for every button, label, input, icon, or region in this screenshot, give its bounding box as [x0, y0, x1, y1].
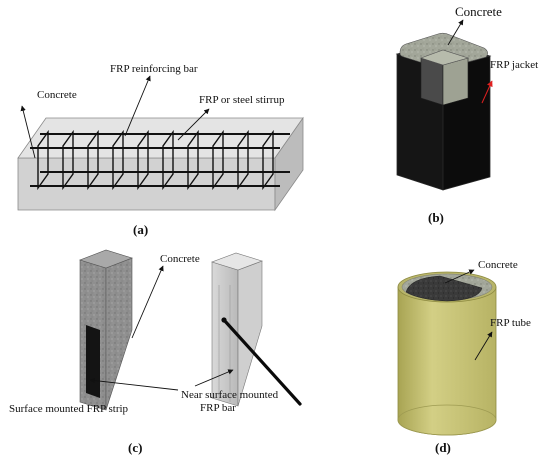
panel-a: Concrete FRP reinforcing bar FRP or stee…	[17, 63, 304, 237]
label-nsm-line1: Near surface mounted	[181, 389, 279, 401]
stirrup	[237, 129, 249, 191]
caption-b: (b)	[428, 210, 444, 225]
label-concrete-b: Concrete	[455, 4, 502, 19]
panel-b-labels: Concrete FRP jacket	[447, 4, 538, 104]
cut-inner-right	[442, 57, 469, 106]
stirrup	[112, 129, 124, 191]
label-frp-tube: FRP tube	[490, 317, 531, 329]
cut-inner-left	[420, 57, 444, 106]
nsm-member	[211, 252, 302, 407]
stirrup	[162, 129, 174, 191]
frp-tube-body	[397, 286, 497, 436]
label-frp-jacket: FRP jacket	[490, 59, 538, 71]
stirrup	[137, 129, 149, 191]
ebr-member	[79, 249, 133, 411]
label-concrete-c: Concrete	[160, 253, 200, 265]
label-nsm-line2: FRP bar	[200, 402, 236, 414]
caption-d: (d)	[435, 440, 451, 455]
stirrup	[37, 129, 49, 191]
panel-c: Concrete Surface mounted FRP strip Near …	[9, 249, 302, 455]
cut-inner-floor	[420, 49, 470, 66]
panel-d: Concrete FRP tube (d)	[397, 259, 531, 455]
panel-a-labels: Concrete FRP reinforcing bar FRP or stee…	[20, 63, 285, 159]
stirrup	[187, 129, 199, 191]
stirrup	[87, 129, 99, 191]
label-frp-bar: FRP reinforcing bar	[110, 63, 198, 75]
panel-d-labels: Concrete FRP tube	[444, 259, 531, 361]
label-concrete-d: Concrete	[478, 259, 518, 271]
panel-b: Concrete FRP jacket (b)	[395, 4, 538, 225]
caption-a: (a)	[133, 222, 148, 237]
frp-strip	[86, 325, 100, 398]
label-frp-strip: Surface mounted FRP strip	[9, 403, 129, 415]
label-stirrup: FRP or steel stirrup	[199, 94, 285, 106]
concrete-cut-section	[405, 275, 483, 302]
stirrup	[62, 129, 74, 191]
beam-body	[17, 116, 304, 212]
panel-c-labels: Concrete Surface mounted FRP strip Near …	[9, 253, 279, 415]
stirrup	[262, 129, 274, 191]
caption-c: (c)	[128, 440, 142, 455]
label-concrete-a: Concrete	[37, 89, 77, 101]
stirrup	[212, 129, 224, 191]
stirrups	[37, 129, 274, 191]
nsm-frp-bar	[222, 318, 302, 406]
